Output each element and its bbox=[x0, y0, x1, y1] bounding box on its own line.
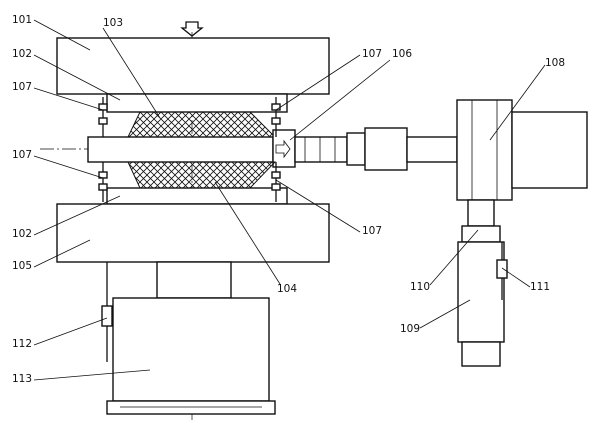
label-107-left-top: 107 bbox=[12, 81, 32, 93]
gauge-112 bbox=[101, 262, 113, 362]
bolt-107-left-top bbox=[98, 97, 108, 137]
label-102-bottom: 102 bbox=[12, 228, 32, 240]
label-104: 104 bbox=[277, 283, 297, 295]
support-column bbox=[156, 261, 232, 299]
flange-110 bbox=[461, 225, 501, 243]
lower-platen-105 bbox=[56, 203, 330, 263]
label-105: 105 bbox=[12, 260, 32, 272]
label-109: 109 bbox=[400, 323, 420, 335]
gearbox-108 bbox=[456, 99, 513, 201]
shaft-arrow-icon bbox=[275, 139, 291, 159]
drive-coupling-a bbox=[346, 132, 366, 166]
lower-hatched-part-104 bbox=[127, 161, 277, 189]
bolt-107-right-bottom bbox=[271, 162, 281, 202]
upper-platen-101 bbox=[56, 37, 330, 95]
label-103: 103 bbox=[103, 17, 123, 29]
bolt-107-left-bottom bbox=[98, 162, 108, 202]
base-foot bbox=[106, 400, 276, 415]
label-106: 106 bbox=[392, 48, 412, 60]
gauge-111 bbox=[496, 242, 508, 300]
motor-108 bbox=[511, 111, 588, 189]
lower-plate-102 bbox=[106, 187, 288, 205]
label-108: 108 bbox=[545, 57, 565, 69]
drive-coupling-b bbox=[364, 127, 408, 171]
drive-shaft bbox=[406, 136, 458, 163]
label-111: 111 bbox=[530, 281, 550, 293]
base-113 bbox=[112, 297, 270, 402]
label-107-left-bottom: 107 bbox=[12, 149, 32, 161]
cylinder-end bbox=[461, 341, 501, 367]
label-112: 112 bbox=[12, 338, 32, 350]
upper-plate-102 bbox=[106, 93, 288, 113]
leader-lines bbox=[33, 19, 546, 381]
cylinder-109 bbox=[457, 241, 505, 343]
shaft-body bbox=[87, 136, 274, 163]
upper-hatched-part-103 bbox=[127, 111, 277, 138]
label-107-right-top: 107 bbox=[362, 48, 382, 60]
shaft-coupling bbox=[294, 136, 348, 163]
connector-110 bbox=[467, 199, 495, 227]
label-102-top: 102 bbox=[12, 48, 32, 60]
label-101: 101 bbox=[12, 14, 32, 26]
label-110: 110 bbox=[410, 281, 430, 293]
label-107-right-bottom: 107 bbox=[362, 225, 382, 237]
load-direction-arrow-icon bbox=[180, 21, 204, 37]
label-113: 113 bbox=[12, 373, 32, 385]
